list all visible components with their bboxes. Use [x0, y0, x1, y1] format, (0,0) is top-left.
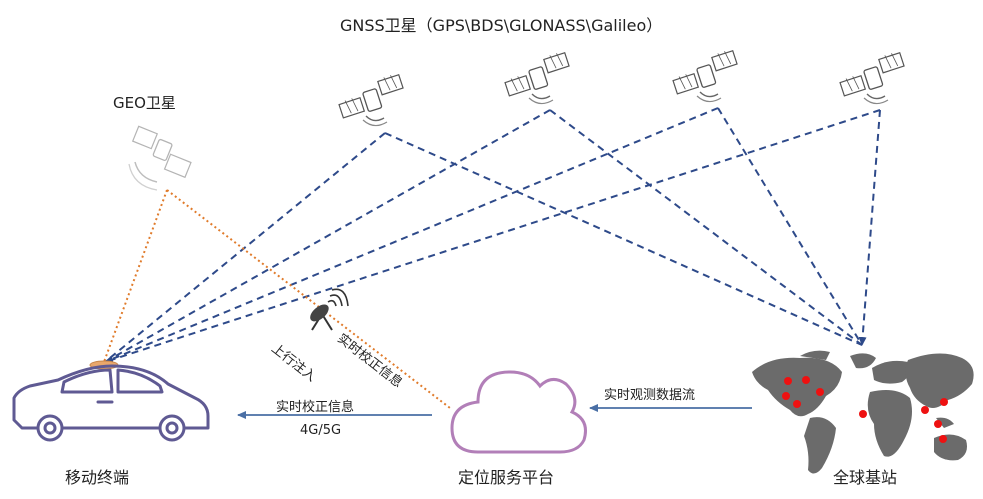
- satellite-icon: [839, 51, 905, 105]
- gnss-link: [384, 132, 863, 346]
- car-icon: [12, 360, 210, 442]
- station-dot: [802, 376, 810, 384]
- network-label: 4G/5G: [300, 423, 342, 438]
- gnss-link: [858, 109, 881, 346]
- mobile-terminal-label: 移动终端: [65, 468, 130, 487]
- cloud-icon: [450, 370, 587, 454]
- gnss-link: [104, 107, 719, 363]
- geo-satellite-label: GEO卫星: [113, 94, 176, 112]
- satellite-icon: [672, 49, 738, 103]
- gnss-satellite-4: [839, 51, 905, 105]
- correction-to-terminal-label: 实时校正信息: [276, 400, 355, 415]
- gnss-satellite-3: [672, 49, 738, 103]
- gnss-satellite-2: [504, 51, 570, 105]
- observation-stream-label: 实时观测数据流: [604, 388, 696, 403]
- station-dot: [784, 377, 792, 385]
- world-map-icon: [752, 350, 974, 474]
- platform-label: 定位服务平台: [458, 468, 555, 487]
- gnss-satellite-1: [338, 73, 404, 127]
- station-dot: [934, 420, 942, 428]
- stations-label: 全球基站: [833, 468, 898, 487]
- station-dot: [859, 410, 867, 418]
- gnss-title: GNSS卫星（GPS\BDS\GLONASS\Galileo）: [340, 16, 663, 35]
- station-dot: [921, 406, 929, 414]
- geo-links: [103, 189, 451, 409]
- gnss-links: [104, 107, 881, 364]
- geo-satellite: [128, 125, 192, 191]
- satellite-icon: [504, 51, 570, 105]
- gnss-link: [549, 109, 863, 346]
- satellite-icon: [338, 73, 404, 127]
- station-dot: [940, 398, 948, 406]
- gnss-link: [104, 109, 551, 363]
- station-dot: [793, 400, 801, 408]
- geo-link-terminal: [103, 189, 168, 363]
- station-dot: [939, 435, 947, 443]
- gnss-link: [104, 109, 881, 364]
- station-dot: [816, 388, 824, 396]
- satellite-icon: [128, 125, 192, 191]
- station-dots: [782, 376, 948, 443]
- station-dot: [782, 392, 790, 400]
- gnss-link: [104, 132, 386, 363]
- dish-antenna-icon: [310, 288, 349, 331]
- gnss-link: [717, 107, 863, 346]
